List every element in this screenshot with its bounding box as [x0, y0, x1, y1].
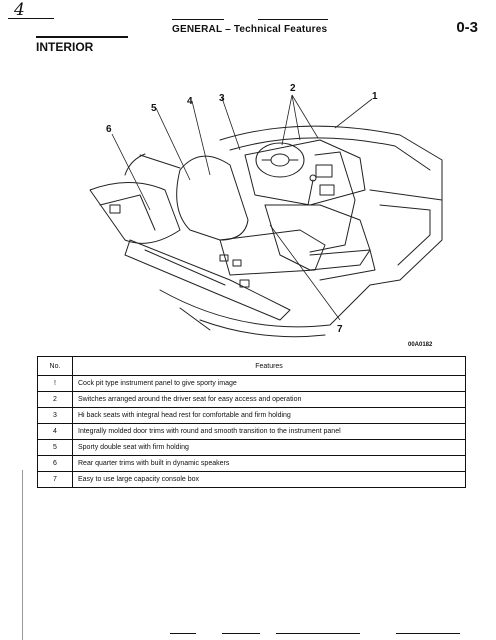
row-number: 2: [37, 391, 73, 408]
row-number: 3: [37, 407, 73, 424]
row-feature: Sporty double seat with firm holding: [72, 439, 466, 456]
table-header-row: No. Features: [37, 356, 466, 376]
row-feature: Integrally molded door trims with round …: [72, 423, 466, 440]
row-feature: Rear quarter trims with built in dynamic…: [72, 455, 466, 472]
header-title: GENERAL – Technical Features: [172, 24, 328, 35]
table-row: 7 Easy to use large capacity console box: [37, 471, 466, 488]
callout-3: 3: [219, 93, 225, 104]
callout-1: 1: [372, 91, 378, 102]
section-title: INTERIOR: [36, 40, 94, 54]
callout-5: 5: [151, 103, 157, 114]
row-number: 7: [37, 471, 73, 488]
row-number: 6: [37, 455, 73, 472]
margin-rule: [22, 470, 23, 640]
table-row: 2 Switches arranged around the driver se…: [37, 391, 466, 408]
figure-code: 00A0182: [408, 342, 433, 348]
callout-6: 6: [106, 124, 112, 135]
header-rule-right: [258, 19, 328, 20]
footer-rule: [222, 633, 260, 634]
page-number: 0-3: [456, 19, 478, 36]
row-number: 4: [37, 423, 73, 440]
footer-rule: [170, 633, 196, 634]
interior-illustration: 1 2 3 4 5 6 7 00A0182: [89, 83, 443, 348]
page-mark: 4: [14, 0, 25, 20]
callout-4: 4: [187, 96, 193, 107]
footer-rule: [276, 633, 360, 634]
row-number: !: [37, 375, 73, 392]
table-row: ! Cock pit type instrument panel to give…: [37, 375, 466, 392]
table-row: 3 Hi back seats with integral head rest …: [37, 407, 466, 424]
row-feature: Switches arranged around the driver seat…: [72, 391, 466, 408]
callout-7: 7: [337, 324, 343, 335]
row-feature: Cock pit type instrument panel to give s…: [72, 375, 466, 392]
row-feature: Hi back seats with integral head rest fo…: [72, 407, 466, 424]
header-no: No.: [37, 356, 73, 376]
features-table: No. Features ! Cock pit type instrument …: [37, 356, 466, 488]
section-rule: [36, 36, 128, 38]
table-row: 5 Sporty double seat with firm holding: [37, 439, 466, 456]
callout-2: 2: [290, 83, 296, 94]
page-mark-underline: [8, 18, 54, 19]
footer-rule: [396, 633, 460, 634]
header-features: Features: [72, 356, 466, 376]
row-number: 5: [37, 439, 73, 456]
header-rule-left: [172, 19, 224, 20]
row-feature: Easy to use large capacity console box: [72, 471, 466, 488]
table-row: 6 Rear quarter trims with built in dynam…: [37, 455, 466, 472]
table-row: 4 Integrally molded door trims with roun…: [37, 423, 466, 440]
